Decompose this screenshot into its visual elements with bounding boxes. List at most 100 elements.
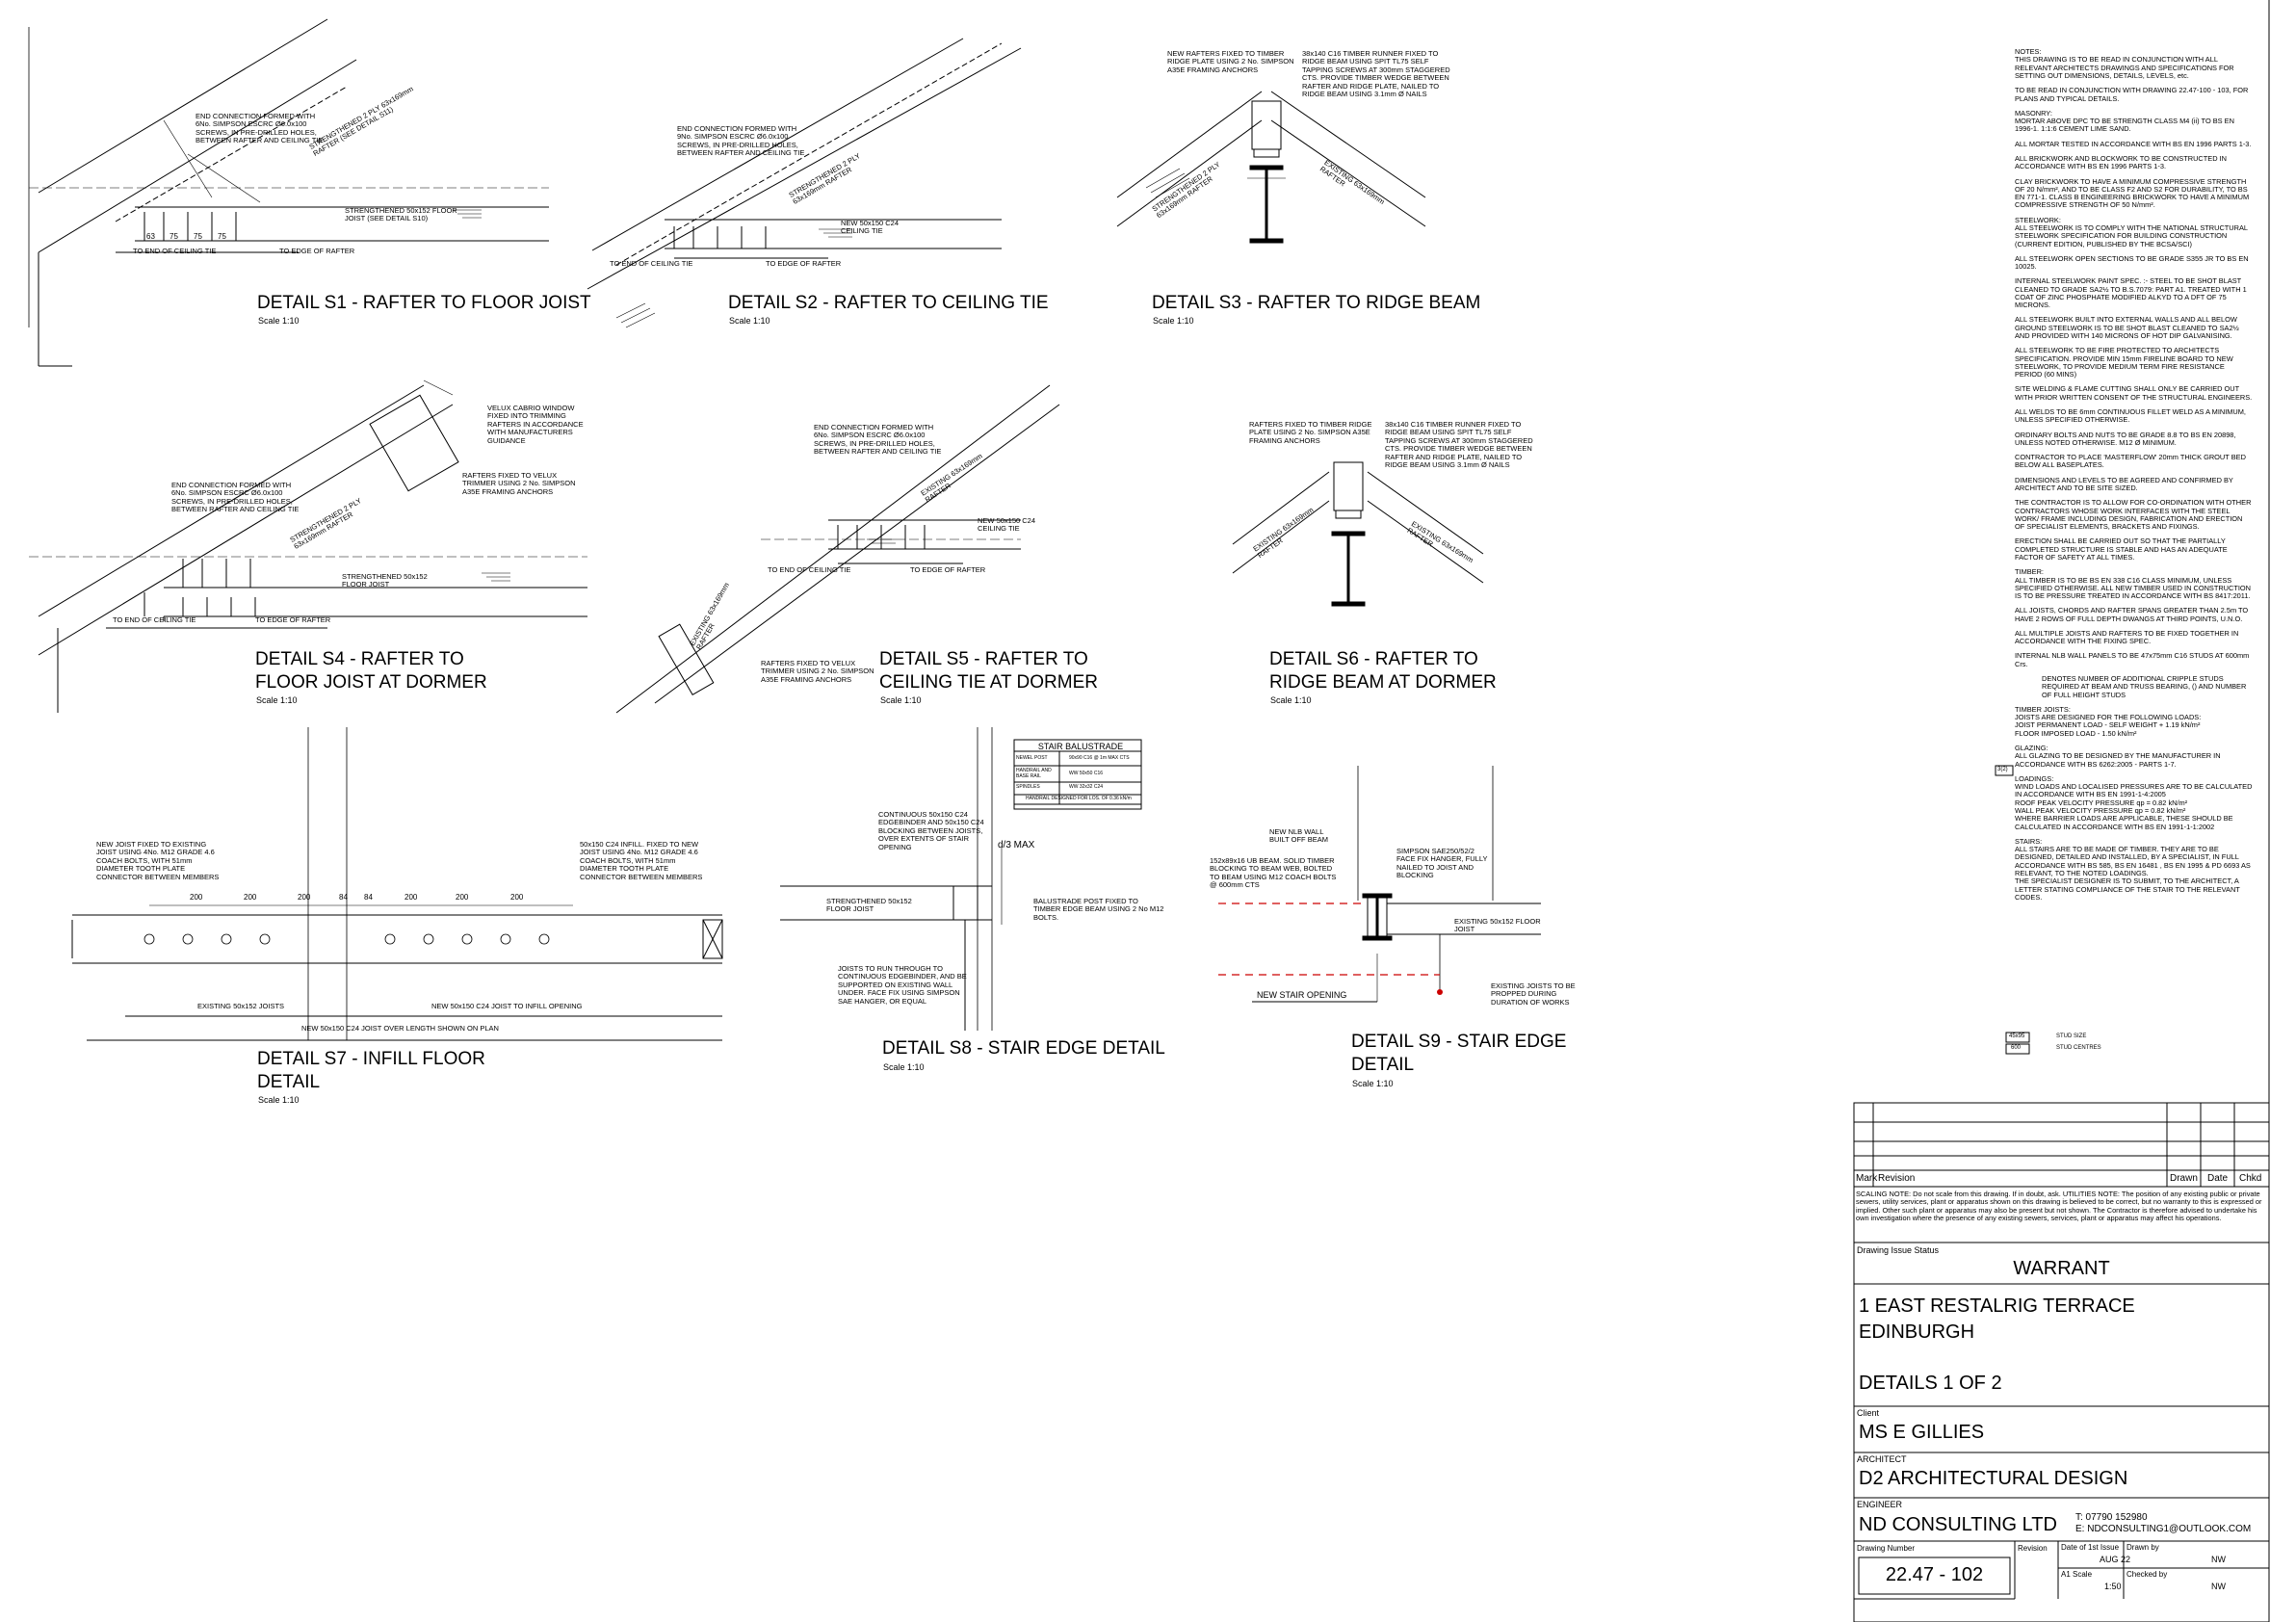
s1-dim-2: 75 [170, 232, 178, 241]
note-1: THIS DRAWING IS TO BE READ IN CONJUNCTIO… [2015, 55, 2234, 80]
scale-label: A1 Scale [2061, 1570, 2093, 1579]
note-7: STEELWORK: ALL STEELWORK IS TO COMPLY WI… [2015, 215, 2248, 249]
address-line-2: EDINBURGH [1859, 1321, 1975, 1343]
rev-header-chkd: Chkd [2239, 1173, 2262, 1184]
s4-rafters-fixed-label: RAFTERS FIXED TO VELUX TRIMMER USING 2 N… [462, 471, 576, 496]
detail-s7-drawing [71, 727, 723, 1041]
title-block-frame [1853, 1102, 2270, 1622]
note-22: INTERNAL NLB WALL PANELS TO BE 47x75mm C… [2015, 651, 2250, 668]
s9-title: DETAIL S9 - STAIR EDGE DETAIL [1351, 1032, 1567, 1075]
s9-scale: Scale 1:10 [1352, 1079, 1394, 1088]
s1-dim-1: 63 [146, 232, 155, 241]
note-2: TO BE READ IN CONJUNCTION WITH DRAWING 2… [2015, 86, 2249, 103]
s2-scale: Scale 1:10 [729, 316, 770, 326]
issue-status-label: Drawing Issue Status [1857, 1245, 1940, 1255]
notes-heading: NOTES: [2015, 47, 2042, 56]
checked-label: Checked by [2126, 1570, 2168, 1579]
s7-existing-label: EXISTING 50x152 JOISTS [197, 1002, 285, 1010]
drawing-title: DETAILS 1 OF 2 [1859, 1373, 2002, 1394]
s8-continuous-label: CONTINUOUS 50x150 C24 EDGEBINDER AND 50x… [878, 810, 984, 851]
note-8: ALL STEELWORK OPEN SECTIONS TO BE GRADE … [2015, 253, 2249, 272]
s1-end-connection-label: END CONNECTION FORMED WITH 6No. SIMPSON … [196, 112, 324, 145]
rev-header-drawn: Drawn [2170, 1173, 2198, 1184]
s2-edge-label: TO EDGE OF RAFTER [766, 259, 842, 268]
revision-label: Revision [2018, 1544, 2048, 1553]
s7-overall-label: NEW 50x150 C24 JOIST OVER LENGTH SHOWN O… [301, 1024, 499, 1033]
s8-title: DETAIL S8 - STAIR EDGE DETAIL [882, 1038, 1165, 1059]
s4-joist-label: STRENGTHENED 50x152 FLOOR JOIST [342, 572, 428, 589]
s8-bal-row1-a: NEWEL POST [1016, 755, 1048, 761]
s5-ceiling-tie-label: TO END OF CEILING TIE [768, 565, 851, 574]
s7-dim-1: 200 [190, 893, 203, 902]
detail-s8-drawing [780, 727, 1142, 1031]
note-16: DIMENSIONS AND LEVELS TO BE AGREED AND C… [2015, 475, 2233, 492]
note-23: DENOTES NUMBER OF ADDITIONAL CRIPPLE STU… [2042, 674, 2247, 699]
note-10: ALL STEELWORK BUILT INTO EXTERNAL WALLS … [2015, 315, 2239, 341]
s9-joist-label: EXISTING 50x152 FLOOR JOIST [1454, 917, 1541, 934]
detail-s5-drawing [615, 384, 1060, 714]
note-25: GLAZING: ALL GLAZING TO BE DESIGNED BY T… [2015, 744, 2221, 769]
rev-header-mark: Mark [1856, 1173, 1878, 1184]
note-14: ORDINARY BOLTS AND NUTS TO BE GRADE 8.8 … [2015, 430, 2236, 447]
s1-joist-label: STRENGTHENED 50x152 FLOOR JOIST (SEE DET… [345, 206, 457, 223]
s9-propped-label: EXISTING JOISTS TO BE PROPPED DURING DUR… [1491, 981, 1576, 1007]
detail-s9-drawing [1252, 766, 1541, 1003]
legend-stud-size-label: STUD SIZE [2056, 1033, 2087, 1039]
detail-s3-drawing [1116, 91, 1426, 244]
date-label: Date of 1st Issue [2061, 1543, 2120, 1552]
s2-title: DETAIL S2 - RAFTER TO CEILING TIE [728, 293, 1049, 313]
legend-stud-centres-label: STUD CENTRES [2056, 1045, 2101, 1051]
s9-ub-label: 152x89x16 UB BEAM. SOLID TIMBER BLOCKING… [1210, 856, 1337, 890]
s7-dim-8: 200 [510, 893, 524, 902]
note-6: CLAY BRICKWORK TO HAVE A MINIMUM COMPRES… [2015, 176, 2250, 210]
s5-tie-label: NEW 50x150 C24 CEILING TIE [978, 516, 1036, 534]
s3-rafters-label: NEW RAFTERS FIXED TO TIMBER RIDGE PLATE … [1167, 49, 1294, 74]
note-9: INTERNAL STEELWORK PAINT SPEC. :- STEEL … [2015, 276, 2247, 310]
drawing-number: 22.47 - 102 [1885, 1564, 1984, 1585]
scaling-note: SCALING NOTE: Do not scale from this dra… [1856, 1190, 2262, 1222]
s8-bal-row2-a: HANDRAIL AND BASE RAIL [1016, 768, 1052, 779]
note-12: SITE WELDING & FLAME CUTTING SHALL ONLY … [2015, 384, 2253, 402]
s1-dim-4: 75 [218, 232, 226, 241]
note-15: CONTRACTOR TO PLACE 'MASTERFLOW' 20mm TH… [2015, 453, 2246, 470]
date-value: AUG 22 [2100, 1555, 2131, 1564]
s4-ceiling-tie-label: TO END OF CEILING TIE [113, 615, 196, 624]
s4-end-connection-label: END CONNECTION FORMED WITH 6No. SIMPSON … [171, 481, 300, 514]
s9-opening-label: NEW STAIR OPENING [1257, 990, 1347, 1000]
legend-stud-centres-value: 600 [2011, 1045, 2022, 1051]
s2-tie-label: NEW 50x150 C24 CEILING TIE [841, 219, 900, 236]
architect-name: D2 ARCHITECTURAL DESIGN [1859, 1468, 2128, 1489]
note-24: TIMBER JOISTS: JOISTS ARE DESIGNED FOR T… [2015, 704, 2202, 738]
s8-bal-row3-b: WW 32x32 C24 [1069, 784, 1104, 790]
s1-ceiling-tie-label: TO END OF CEILING TIE [133, 247, 217, 255]
s1-scale: Scale 1:10 [258, 316, 300, 326]
s1-title: DETAIL S1 - RAFTER TO FLOOR JOIST [257, 293, 591, 313]
note-21: ALL MULTIPLE JOISTS AND RAFTERS TO BE FI… [2015, 628, 2239, 646]
s7-dim-6: 200 [404, 893, 418, 902]
s2-ceiling-tie-label: TO END OF CEILING TIE [610, 259, 693, 268]
scale-value: 1:50 [2104, 1582, 2122, 1591]
s7-dim-5: 84 [364, 893, 373, 902]
detail-s2-drawing [587, 38, 1022, 328]
checked-value: NW [2211, 1582, 2226, 1591]
s5-title: DETAIL S5 - RAFTER TO CEILING TIE AT DOR… [879, 649, 1098, 693]
s2-end-connection-label: END CONNECTION FORMED WITH 9No. SIMPSON … [677, 124, 805, 158]
drawing-number-label: Drawing Number [1857, 1544, 1916, 1553]
s8-joist-label: STRENGTHENED 50x152 FLOOR JOIST [826, 897, 912, 914]
detail-s4-drawing [29, 379, 587, 713]
s3-title: DETAIL S3 - RAFTER TO RIDGE BEAM [1152, 293, 1481, 313]
s4-title: DETAIL S4 - RAFTER TO FLOOR JOIST AT DOR… [255, 649, 487, 693]
s6-scale: Scale 1:10 [1270, 695, 1312, 705]
note-19: TIMBER: ALL TIMBER IS TO BE BS EN 338 C1… [2015, 567, 2252, 601]
s1-dim-3: 75 [194, 232, 202, 241]
s8-scale: Scale 1:10 [883, 1062, 925, 1072]
note-17: THE CONTRACTOR IS TO ALLOW FOR CO-ORDINA… [2015, 498, 2252, 532]
engineer-email: E: NDCONSULTING1@OUTLOOK.COM [2075, 1524, 2252, 1534]
note-3: MASONRY: MORTAR ABOVE DPC TO BE STRENGTH… [2015, 108, 2234, 134]
drawn-label: Drawn by [2126, 1543, 2159, 1552]
s6-runner-label: 38x140 C16 TIMBER RUNNER FIXED TO RIDGE … [1385, 420, 1533, 469]
s5-end-connection-label: END CONNECTION FORMED WITH 6No. SIMPSON … [814, 423, 942, 457]
s8-post-label: BALUSTRADE POST FIXED TO TIMBER EDGE BEA… [1033, 897, 1164, 922]
note-26: LOADINGS: WIND LOADS AND LOCALISED PRESS… [2015, 773, 2253, 831]
detail-s6-drawing [1232, 461, 1484, 607]
